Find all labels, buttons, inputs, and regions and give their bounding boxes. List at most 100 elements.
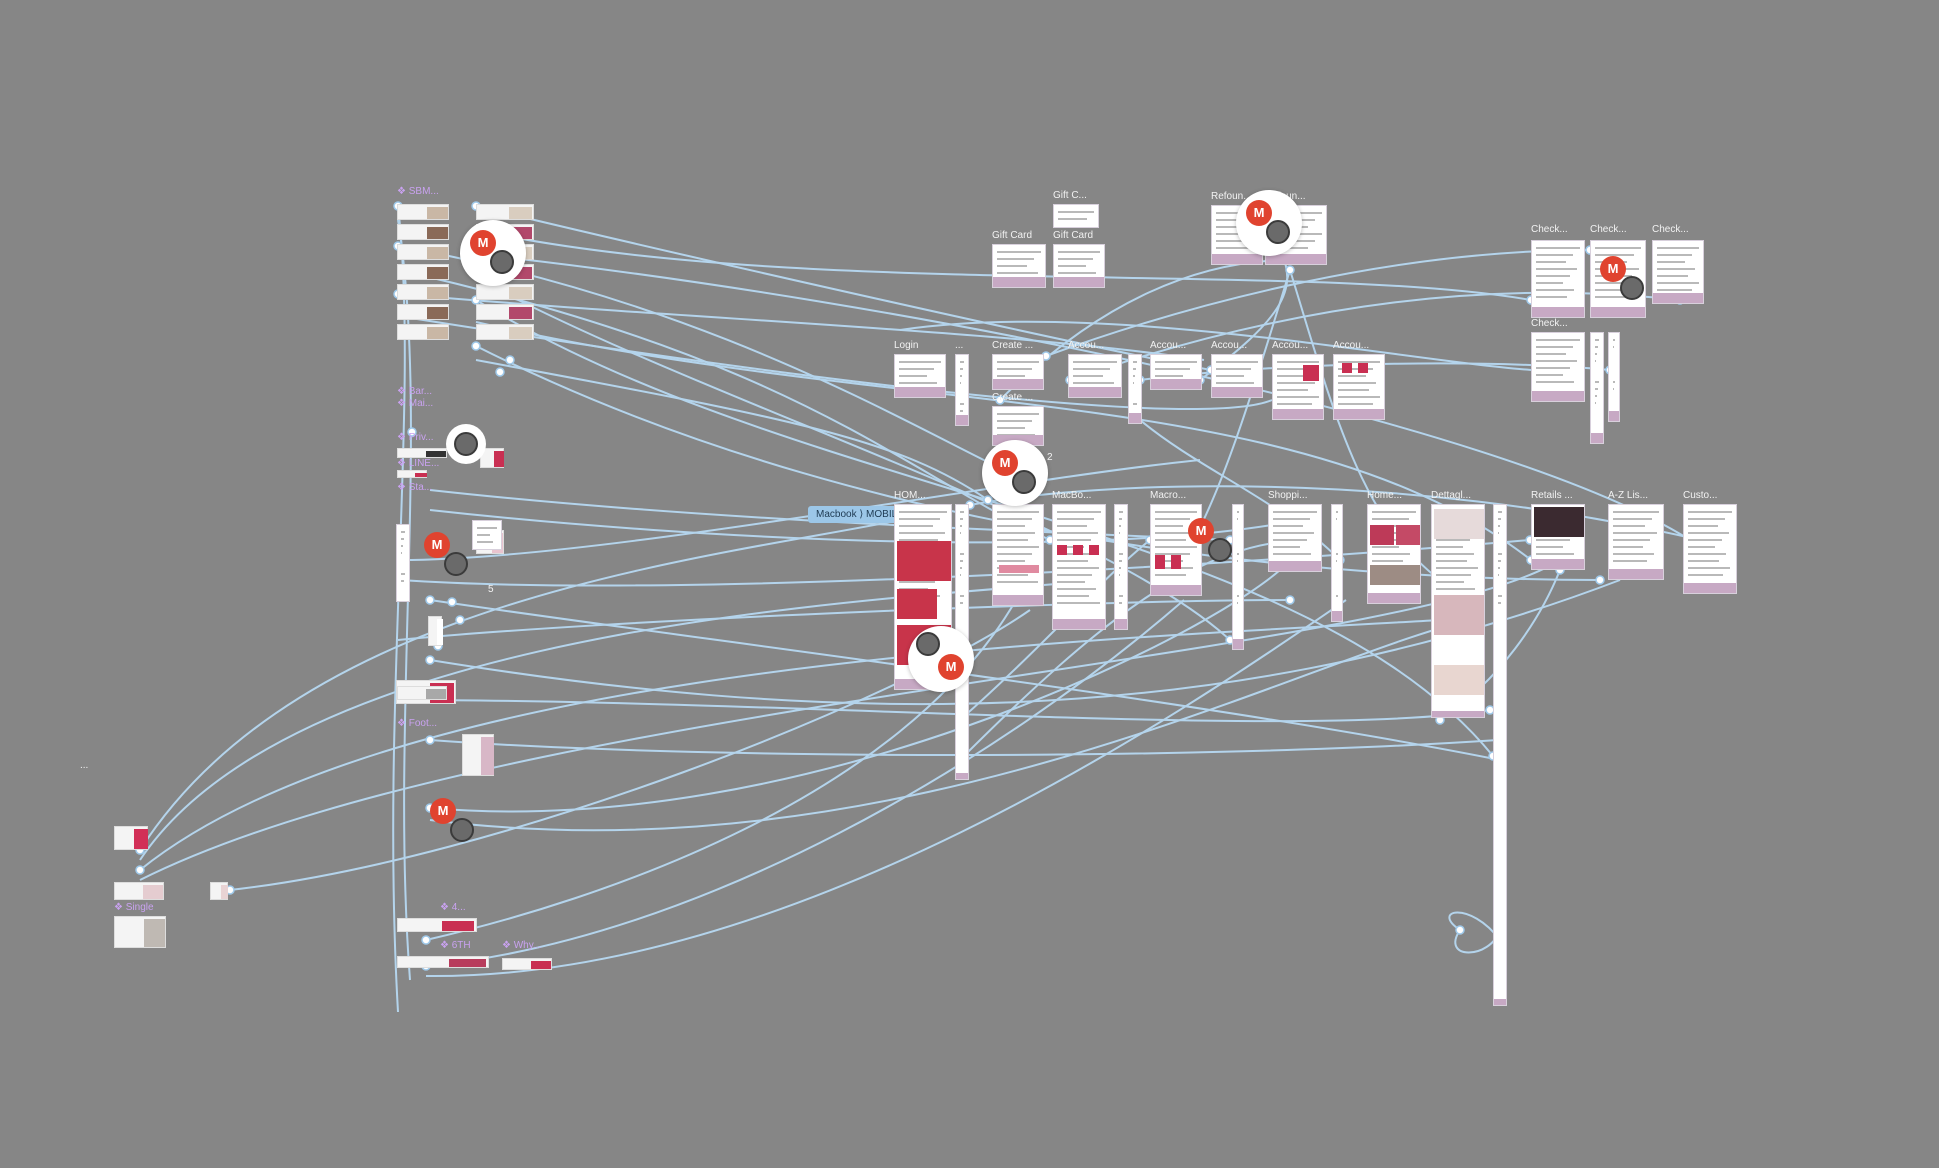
frame-label-number-2[interactable]: 2 [1047,452,1053,463]
frame-checkout-4[interactable] [1531,332,1585,402]
connection-handle[interactable] [1595,575,1605,585]
connection-handle[interactable] [983,495,993,505]
prototype-connection-line[interactable] [1045,249,1591,357]
component-thumbnail[interactable] [114,882,164,900]
frame-create[interactable] [992,354,1044,390]
frame-label-account-4[interactable]: Accou... [1272,340,1309,351]
prototype-connection-line[interactable] [899,320,1532,371]
component-label-sbm[interactable]: ❖ SBM... [397,186,439,197]
frame-checkout-narrow-2[interactable] [1608,332,1620,422]
sbm-variant-thumbnail[interactable] [476,204,534,220]
connection-handle[interactable] [135,865,145,875]
frame-gift-card-1[interactable] [992,244,1046,288]
component-label-line[interactable]: ❖ LINE... [397,458,440,469]
collaborator-avatar-group-2[interactable]: M [1236,190,1302,256]
small-thumbnail[interactable] [480,448,504,468]
frame-macbook-2[interactable] [1052,504,1106,630]
frame-shopping[interactable] [1268,504,1322,572]
frame-checkout-1[interactable] [1531,240,1585,318]
frame-label-macro[interactable]: Macro... [1150,490,1187,501]
component-label-single[interactable]: ❖ Single [114,902,154,913]
sbm-variant-thumbnail[interactable] [397,324,449,340]
frame-label-account-1[interactable]: Accou... [1068,340,1105,351]
collaborator-avatar-small[interactable] [446,424,486,464]
component-label-sixth[interactable]: ❖ 6TH [440,940,471,951]
connection-handle[interactable] [505,355,515,365]
frame-gift-card-2[interactable] [1053,244,1105,288]
connection-handle[interactable] [447,597,457,607]
component-thumbnail[interactable] [114,826,148,850]
component-thumbnail[interactable] [462,734,494,776]
frame-account-narrow[interactable] [1128,354,1142,424]
component-label-mai[interactable]: ❖ Mai... [397,398,434,409]
frame-checkout-narrow[interactable] [1590,332,1604,444]
connection-handle[interactable] [455,615,465,625]
prototype-connection-line[interactable] [429,739,1499,756]
frame-login-alt[interactable] [955,354,969,426]
sbm-variant-thumbnail[interactable] [397,204,449,220]
frame-account-5[interactable] [1333,354,1385,420]
frame-dettaglio-long[interactable] [1493,504,1507,1006]
frame-homepage[interactable] [1367,504,1421,604]
prototype-connection-line[interactable] [397,599,1291,641]
frame-account-3[interactable] [1211,354,1263,398]
connection-handle[interactable] [1285,595,1295,605]
collaborator-avatar-group-6[interactable]: M [414,522,480,588]
component-thumbnail[interactable] [397,918,477,932]
frame-label-home[interactable]: HOM... [894,490,926,501]
flow-starting-point-tooltip[interactable]: Macbook ⟩ MOBILE ⟩ [808,506,919,523]
line-thumbnail[interactable] [397,470,427,478]
component-label-bar[interactable]: ❖ Bar... [397,386,433,397]
frame-component-strip[interactable] [396,524,410,602]
component-thumbnail[interactable] [397,956,489,968]
frame-macbook-narrow[interactable] [1114,504,1128,630]
frame-shopping-narrow[interactable] [1331,504,1343,622]
sbm-variant-thumbnail[interactable] [476,324,534,340]
connection-handle[interactable] [425,735,435,745]
prototype-connection-line[interactable] [475,359,989,501]
prototype-connection-line[interactable] [429,619,1471,832]
priv-thumbnail[interactable] [397,448,447,458]
prototype-connection-line[interactable] [475,205,1212,371]
collaborator-avatar-group-8[interactable]: M [908,626,974,692]
prototype-connection-line[interactable] [1448,911,1501,941]
frame-label-custo[interactable]: Custo... [1683,490,1718,501]
connection-handle[interactable] [407,427,417,437]
frame-label-homep[interactable]: Home... [1367,490,1403,501]
frame-label-create[interactable]: Create ... [992,340,1034,351]
prototype-connection-line[interactable] [425,599,1185,967]
frame-label-gift-card-2[interactable]: Gift Card [1053,230,1094,241]
frame-az-list[interactable] [1608,504,1664,580]
connection-handle[interactable] [425,595,435,605]
connection-handle[interactable] [495,367,505,377]
prototype-connection-line[interactable] [399,459,1201,561]
connection-handle[interactable] [425,655,435,665]
sbm-variant-thumbnail[interactable] [397,244,449,260]
frame-label-account-3[interactable]: Accou... [1211,340,1248,351]
frame-label-az-list[interactable]: A-Z Lis... [1608,490,1649,501]
frame-customer[interactable] [1683,504,1737,594]
frame-account-1[interactable] [1068,354,1122,398]
prototype-connection-line[interactable] [959,539,1311,761]
component-label-sta[interactable]: ❖ Sta... [397,482,433,493]
component-thumbnail[interactable] [210,882,228,900]
connection-handle[interactable] [995,395,1005,405]
frame-account-4[interactable] [1272,354,1324,420]
frame-retails[interactable] [1531,504,1585,570]
frame-label-dots-left[interactable]: ... [80,760,89,771]
collaborator-avatar-group-1[interactable]: M [460,220,526,286]
component-label-why[interactable]: ❖ Why... [502,940,542,951]
component-thumbnail[interactable] [428,616,443,646]
frame-label-number-5[interactable]: 5 [488,584,494,595]
connection-handle[interactable] [421,935,431,945]
component-label-foot[interactable]: ❖ Foot... [397,718,438,729]
frame-label-check-4[interactable]: Check... [1531,318,1568,329]
frame-label-refound[interactable]: Refoun... [1211,191,1252,202]
frame-label-login[interactable]: Login [894,340,919,351]
prototype-connection-line[interactable] [425,599,1347,978]
component-thumbnail[interactable] [397,686,447,700]
connection-handle[interactable] [1285,265,1295,275]
collaborator-avatar-group-3[interactable]: M [1590,246,1656,312]
prototype-connection-line[interactable] [475,321,1532,561]
sbm-variant-thumbnail[interactable] [476,304,534,320]
